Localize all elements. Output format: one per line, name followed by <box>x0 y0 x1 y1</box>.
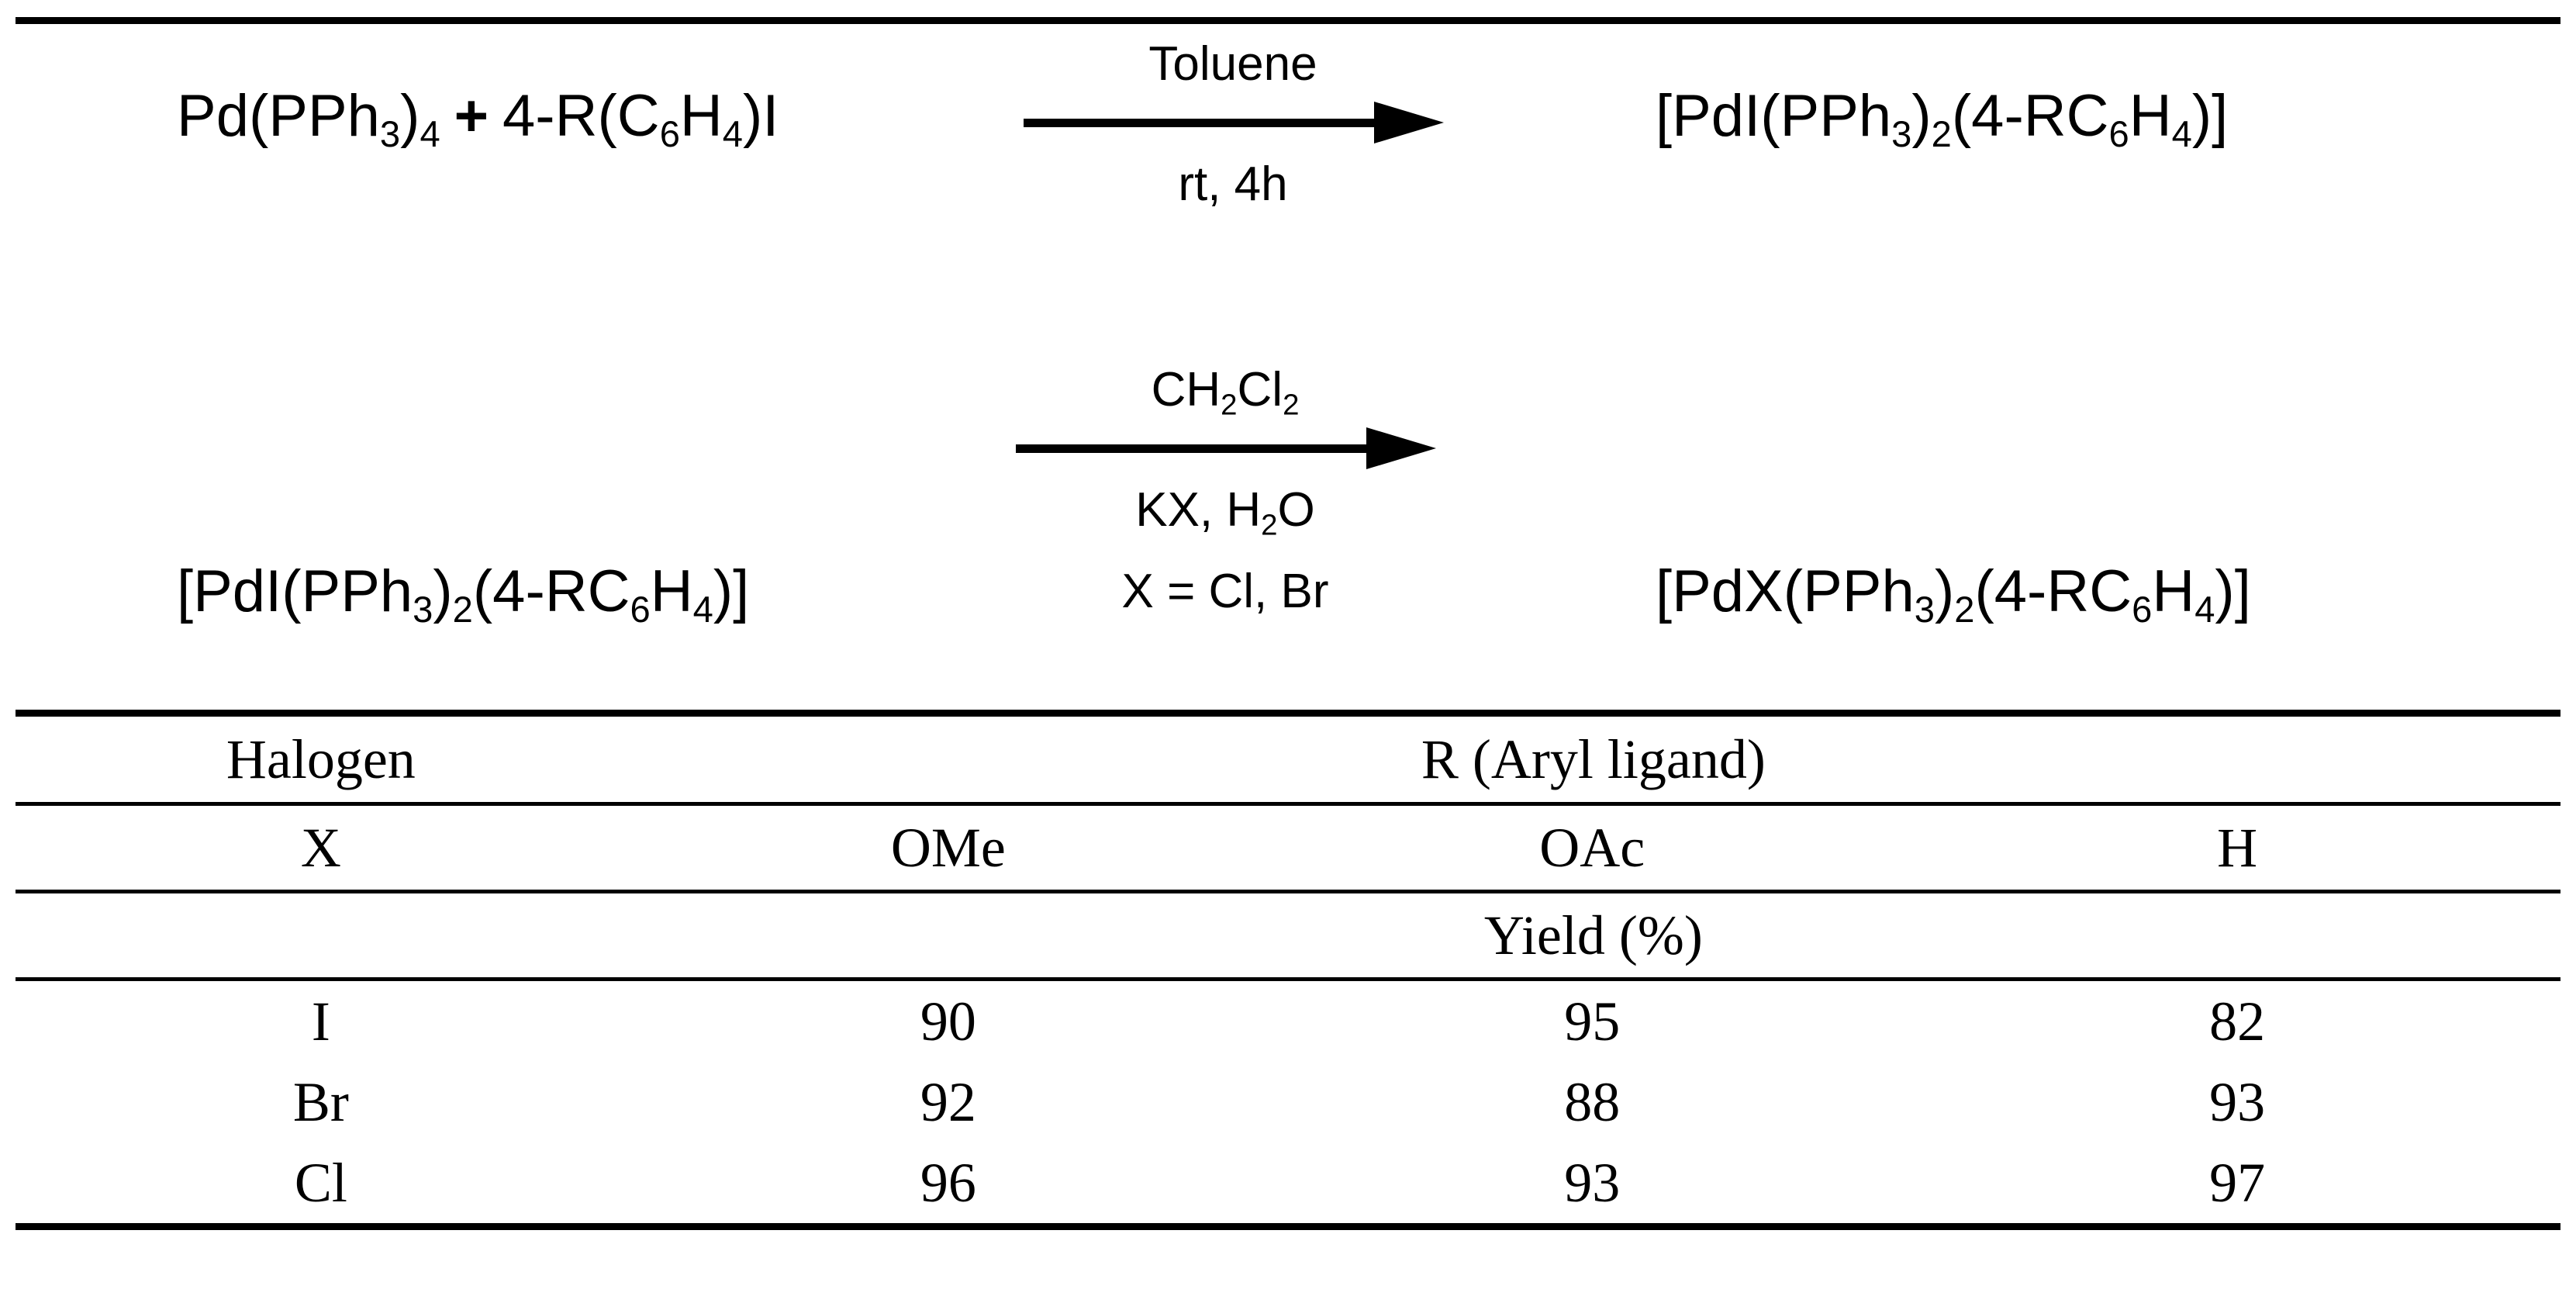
reaction-1-arrow-block: Toluene rt, 4h <box>1016 39 1450 209</box>
unit-row-yield-label: Yield (%) <box>626 890 2560 980</box>
arrow-head <box>1366 427 1436 470</box>
reaction-2-arrow-icon <box>1016 427 1436 470</box>
cell-yield-oac: 88 <box>1564 1070 1621 1133</box>
arrow-shaft <box>1016 444 1380 454</box>
arrow-head <box>1374 102 1444 144</box>
subheader-ome: OMe <box>626 802 1271 892</box>
reaction-1-arrow-icon <box>1024 102 1444 144</box>
subheader-x: X <box>16 802 627 892</box>
yield-table: Halogen R (Aryl ligand) X OMe OAc H Yiel… <box>16 710 2560 1230</box>
table-subheader-row: X OMe OAc H <box>16 802 2560 892</box>
cell-yield-h: 97 <box>1914 1142 2560 1230</box>
reaction-2-reactant: [PdI(PPh3)2(4-RC6H4)] <box>177 558 750 631</box>
cell-yield-oac: 95 <box>1270 977 1915 1062</box>
cell-yield-ome: 96 <box>626 1142 1271 1230</box>
table-row: I 90 95 82 <box>16 977 2560 1062</box>
reactant-aryl-iodide: 4-R(C6H4)I <box>502 83 779 155</box>
reaction-1-conditions-label: rt, 4h <box>1178 157 1288 212</box>
cell-halogen: Cl <box>16 1142 627 1230</box>
header-aryl-ligand: R (Aryl ligand) <box>626 710 2560 804</box>
unit-row-blank <box>16 890 627 980</box>
arrow-shaft <box>1024 119 1388 128</box>
reaction-2-arrow-block: CH2Cl2 KX, H2O X = Cl, Br <box>1008 365 1442 617</box>
reaction-scheme: Pd(PPh3)4+4-R(C6H4)I Toluene rt, 4h [PdI… <box>0 31 2576 698</box>
table-header-group-row: Halogen R (Aryl ligand) <box>16 710 2560 804</box>
header-halogen: Halogen <box>16 710 627 804</box>
cell-yield-ome: 90 <box>626 977 1271 1062</box>
yield-table-wrapper: Halogen R (Aryl ligand) X OMe OAc H Yiel… <box>0 710 2576 1230</box>
table-row: Cl 96 93 97 <box>16 1142 2560 1230</box>
subheader-oac: OAc <box>1270 802 1915 892</box>
table-unit-row: Yield (%) <box>16 890 2560 980</box>
cell-yield-oac: 93 <box>1270 1142 1915 1230</box>
reaction-2-reagent-label: KX, H2O <box>1135 483 1315 542</box>
reaction-2-x-definition-label: X = Cl, Br <box>1121 565 1329 619</box>
reaction-2-solvent-label: CH2Cl2 <box>1151 363 1300 422</box>
reaction-2-product: [PdX(PPh3)2(4-RC6H4)] <box>1656 558 2251 631</box>
table-row: Br 92 88 93 <box>16 1062 2560 1142</box>
cell-halogen: Br <box>292 1070 349 1133</box>
reaction-1-reactants: Pd(PPh3)4+4-R(C6H4)I <box>177 87 779 153</box>
top-border-rule <box>16 17 2560 24</box>
cell-yield-h: 93 <box>2209 1070 2266 1133</box>
reaction-1-product: [PdI(PPh3)2(4-RC6H4)] <box>1656 83 2229 155</box>
reactant-pd-pph3-4: Pd(PPh3)4 <box>177 83 440 155</box>
reaction-row-1: Pd(PPh3)4+4-R(C6H4)I Toluene rt, 4h [PdI… <box>0 39 2576 295</box>
plus-sign: + <box>454 83 489 149</box>
cell-yield-h: 82 <box>1914 977 2560 1062</box>
cell-halogen: I <box>16 977 627 1062</box>
subheader-h: H <box>1914 802 2560 892</box>
cell-yield-ome: 92 <box>920 1070 976 1133</box>
reaction-row-2: [PdI(PPh3)2(4-RC6H4)] CH2Cl2 KX, H2O X =… <box>0 365 2576 698</box>
reaction-1-solvent-label: Toluene <box>1148 37 1317 91</box>
